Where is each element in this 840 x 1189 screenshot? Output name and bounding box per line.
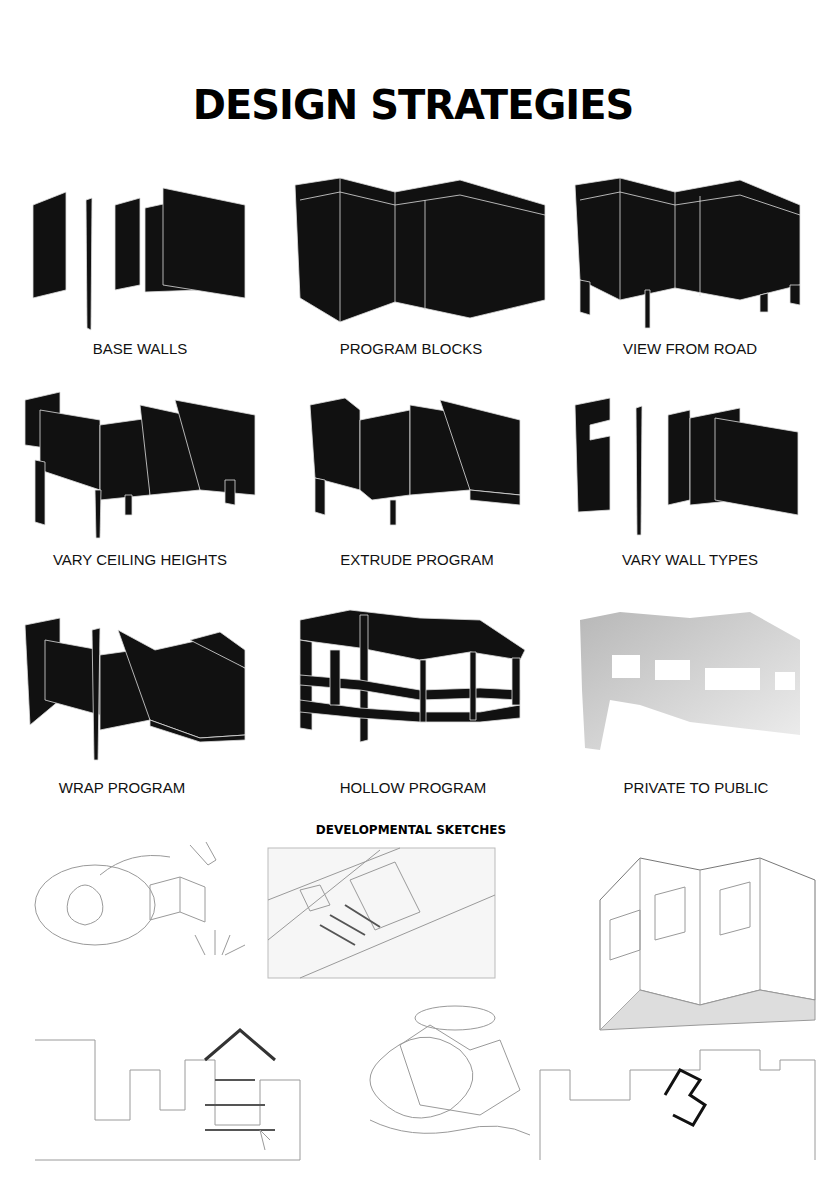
page-title: DESIGN STRATEGIES [193,82,634,128]
strategy-caption: WRAP PROGRAM [59,779,185,796]
strategy-caption: VARY WALL TYPES [622,551,758,568]
strategy-caption: PROGRAM BLOCKS [340,340,483,357]
strategy-caption: PRIVATE TO PUBLIC [624,779,769,796]
strategy-caption: HOLLOW PROGRAM [340,779,487,796]
strategy-caption: VIEW FROM ROAD [623,340,757,357]
section-heading: DEVELOPMENTAL SKETCHES [316,823,506,837]
strategy-caption: BASE WALLS [93,340,187,357]
strategy-caption: EXTRUDE PROGRAM [340,551,493,568]
strategy-caption: VARY CEILING HEIGHTS [53,551,227,568]
